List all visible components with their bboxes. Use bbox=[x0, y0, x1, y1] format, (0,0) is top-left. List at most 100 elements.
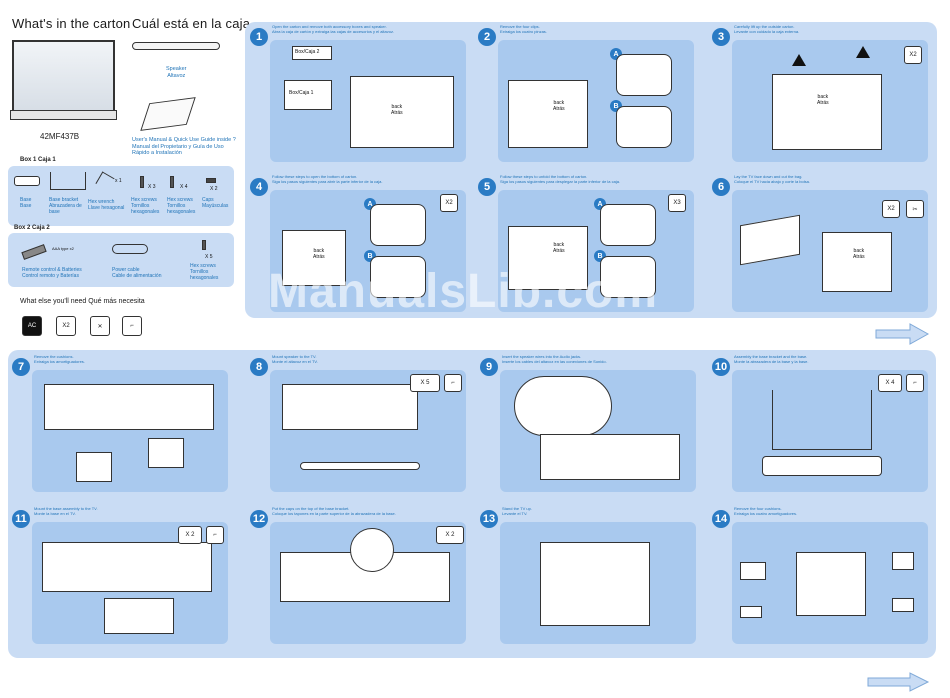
cushion-top-left bbox=[740, 562, 766, 580]
two-people-qty: X2 bbox=[445, 200, 453, 206]
step-9: 9 Insert the speaker wires into the Audi… bbox=[480, 352, 696, 492]
cushion-bottom-right bbox=[892, 598, 914, 612]
step-2-number: 2 bbox=[478, 28, 496, 46]
base-illustration bbox=[104, 598, 174, 634]
step-2: 2 Remove the four clips. Extraiga los cu… bbox=[478, 22, 694, 162]
cap-icon: X 2 bbox=[436, 526, 464, 544]
carton-illustration: back Atrás bbox=[350, 76, 454, 148]
step-12-text: Put the caps on the top of the base brac… bbox=[272, 506, 396, 517]
tv-model-number: 42MF437B bbox=[40, 132, 80, 141]
step-7-number: 7 bbox=[12, 358, 30, 376]
step-5: 5 Follow these steps to unfold the botto… bbox=[478, 172, 694, 312]
step-4-illustration: back Atrás A B X2 bbox=[270, 190, 466, 312]
detail-a bbox=[616, 54, 672, 96]
step-11-illustration: X 2 ⌐ bbox=[32, 522, 228, 644]
tv-face-down-illustration bbox=[44, 384, 214, 430]
power-cable-label: Power cable Cable de alimentación bbox=[112, 267, 162, 279]
step-1-text: Open the carton and remove both accessor… bbox=[272, 24, 395, 35]
tools-icon: ✕ bbox=[90, 316, 110, 336]
hex-key-icon: ⌐ bbox=[444, 374, 462, 392]
step-3-text: Carefully lift up the outside carton. Le… bbox=[734, 24, 800, 35]
speaker-illustration bbox=[132, 42, 220, 50]
step-9-text: Insert the speaker wires into the Audio … bbox=[502, 354, 607, 365]
folded-carton-illustration bbox=[740, 214, 800, 266]
tv-back-illustration bbox=[282, 384, 418, 430]
hex-key-icon: ⌐ bbox=[906, 374, 924, 392]
cap-qty: X 2 bbox=[445, 532, 455, 538]
two-people-qty: X2 bbox=[887, 206, 895, 212]
base-bracket-icon bbox=[50, 172, 86, 190]
cushion-left-illustration bbox=[76, 452, 112, 482]
step-5-number: 5 bbox=[478, 178, 496, 196]
base-bracket-illustration bbox=[772, 390, 872, 450]
step-8: 8 Mount speaker to the TV. Monte el alta… bbox=[250, 352, 466, 492]
step-7-text: Remove the cushions. Extraiga los amorti… bbox=[34, 354, 85, 365]
manual-illustration bbox=[140, 97, 196, 131]
box1-panel bbox=[8, 166, 234, 226]
hex-screw-icon bbox=[170, 176, 174, 188]
back-tag: back Atrás bbox=[817, 94, 829, 106]
lift-arrow-right bbox=[856, 46, 870, 58]
box2-label: Box 2 Caja 2 bbox=[14, 225, 50, 231]
speaker-bar-illustration bbox=[300, 462, 420, 470]
step-10-number: 10 bbox=[712, 358, 730, 376]
back-tag: back Atrás bbox=[313, 248, 325, 260]
two-people-icon: X2 bbox=[882, 200, 900, 218]
lift-arrow-left bbox=[792, 54, 806, 66]
three-people-icon: X3 bbox=[668, 194, 686, 212]
step-11: 11 Mount the base assembly to the TV. Mo… bbox=[12, 504, 228, 644]
tv-standing-illustration bbox=[540, 542, 650, 626]
watermark: ManualsLib.com bbox=[268, 265, 659, 318]
step-4-text: Follow these steps to open the bottom of… bbox=[272, 174, 383, 185]
step-1-number: 1 bbox=[250, 28, 268, 46]
hex-key-icon: ⌐ bbox=[206, 526, 224, 544]
step-1: 1 Open the carton and remove both access… bbox=[250, 22, 466, 162]
back-tag: back Atrás bbox=[553, 100, 565, 112]
step-6-illustration: back Atrás X2 ✂ bbox=[732, 190, 928, 312]
batteries-note: AAA type x2 bbox=[52, 246, 74, 251]
hex-screws-label-2: Hex screws Tornillos hexagonales bbox=[167, 197, 196, 215]
step-2-text: Remove the four clips. Extraiga los cuat… bbox=[500, 24, 547, 35]
base-illustration bbox=[762, 456, 882, 476]
step-11-text: Mount the base assembly to the TV. Monte… bbox=[34, 506, 98, 517]
cushion-right-illustration bbox=[148, 438, 184, 468]
next-page-arrow-icon bbox=[867, 672, 930, 692]
detail-a bbox=[370, 204, 426, 246]
step-1-illustration: Box/Caja 2 Box/Caja 1 back Atrás bbox=[270, 40, 466, 162]
step-13: 13 Stand the TV up. Levante el TV. bbox=[480, 504, 696, 644]
cap-icon bbox=[206, 178, 216, 183]
step-4-number: 4 bbox=[250, 178, 268, 196]
hex-wrench-qty: x 1 bbox=[115, 178, 122, 184]
step-10: 10 Assembly the base bracket and the bas… bbox=[712, 352, 928, 492]
step-6-number: 6 bbox=[712, 178, 730, 196]
step-10-text: Assembly the base bracket and the base. … bbox=[734, 354, 809, 365]
step-2-illustration: back Atrás A B bbox=[498, 40, 694, 162]
remote-label: Remote control & Batteries Control remot… bbox=[22, 267, 82, 279]
two-people-icon: X2 bbox=[904, 46, 922, 64]
two-people-icon: X2 bbox=[56, 316, 76, 336]
manual-label: User's Manual & Quick Use Guide inside ?… bbox=[132, 137, 236, 157]
step-14-number: 14 bbox=[712, 510, 730, 528]
step-3-illustration: back Atrás X2 bbox=[732, 40, 928, 162]
step-13-number: 13 bbox=[480, 510, 498, 528]
tv-face-down-illustration bbox=[42, 542, 212, 592]
back-tag: back Atrás bbox=[853, 248, 865, 260]
step-13-illustration bbox=[500, 522, 696, 644]
detail-b bbox=[600, 256, 656, 298]
hex-key-icon: ⌐ bbox=[122, 316, 142, 336]
hex-wrench-label: Hex wrench Llave hexagonal bbox=[88, 199, 125, 211]
step-9-number: 9 bbox=[480, 358, 498, 376]
power-cable-icon bbox=[112, 244, 148, 254]
hex-screw-qty-3: X 3 bbox=[148, 184, 156, 190]
step-7-illustration bbox=[32, 370, 228, 492]
screw-qty: X 4 bbox=[885, 380, 895, 386]
step-4: 4 Follow these steps to open the bottom … bbox=[250, 172, 466, 312]
step-3: 3 Carefully lift up the outside carton. … bbox=[712, 22, 928, 162]
step-8-illustration: X 5 ⌐ bbox=[270, 370, 466, 492]
step-7: 7 Remove the cushions. Extraiga los amor… bbox=[12, 352, 228, 492]
caps-label: Caps Mayúsculas bbox=[202, 197, 229, 209]
step-5-illustration: back Atrás A B X3 bbox=[498, 190, 694, 312]
step-3-number: 3 bbox=[712, 28, 730, 46]
back-tag: back Atrás bbox=[553, 242, 565, 254]
step-12-illustration: X 2 bbox=[270, 522, 466, 644]
